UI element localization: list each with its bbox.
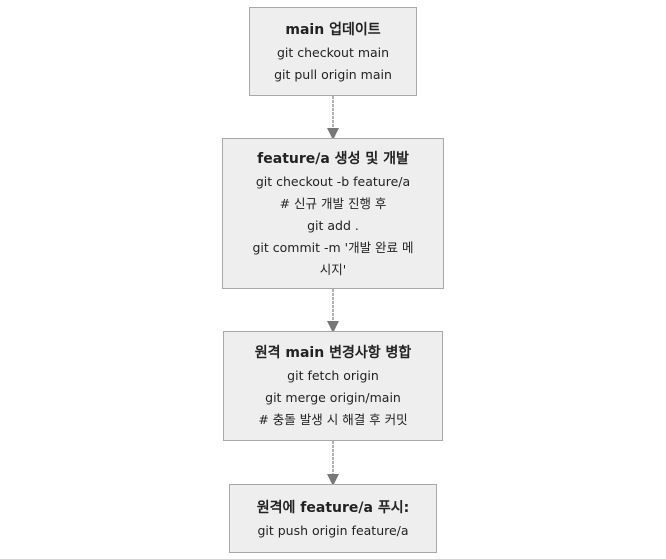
node-line: 시지' (319, 261, 347, 277)
node-title: main 업데이트 (285, 21, 381, 38)
node-line: git checkout -b feature/a (255, 173, 411, 189)
node-title: 원격 main 변경사항 병합 (254, 345, 412, 361)
node-line: git checkout main (276, 44, 390, 60)
node-feature-create: feature/a 생성 및 개발 git checkout -b featur… (222, 138, 444, 289)
node-merge-main: 원격 main 변경사항 병합 git fetch origin git mer… (223, 331, 443, 441)
node-line: git merge origin/main (265, 390, 401, 405)
node-line: # 충돌 발생 시 해결 후 커밋 (258, 412, 408, 427)
node-line: git push origin feature/a (257, 522, 409, 538)
node-title: feature/a 생성 및 개발 (257, 150, 409, 167)
node-title: 원격에 feature/a 푸시: (256, 499, 410, 516)
node-main-update: main 업데이트 git checkout main git pull ori… (249, 7, 417, 96)
node-line: git add . (307, 217, 359, 233)
node-line: git pull origin main (274, 66, 392, 82)
node-push-feature: 원격에 feature/a 푸시: git push origin featur… (229, 484, 437, 553)
node-line: git commit -m '개발 완료 메 (252, 239, 414, 255)
node-line: git fetch origin (287, 368, 379, 383)
node-line: # 신규 개발 진행 후 (279, 195, 387, 211)
